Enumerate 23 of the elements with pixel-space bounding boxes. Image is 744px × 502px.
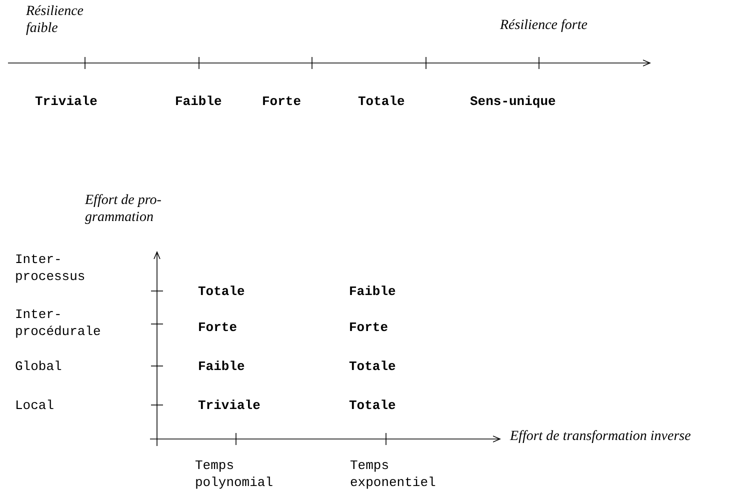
cell-value: Totale [349, 397, 396, 414]
cell-value: Totale [349, 358, 396, 375]
row-label: Global [15, 358, 63, 375]
cell-value: Forte [198, 319, 238, 336]
row-label: Inter- processus [15, 251, 86, 285]
scale-label: Triviale [35, 93, 98, 110]
cell-value: Faible [198, 358, 245, 375]
tick-label: Temps polynomial [195, 457, 274, 491]
cell-value: Totale [198, 283, 245, 300]
scale-end-label: Résilience forte [500, 17, 588, 34]
cell-value: Triviale [198, 397, 260, 414]
scale-label: Sens-unique [470, 93, 556, 110]
row-label: Inter- procédurale [15, 306, 102, 340]
axis-title: Effort de transformation inverse [510, 428, 692, 445]
scale-label: Forte [262, 93, 302, 110]
tick-label: Temps exponentiel [350, 457, 437, 491]
scale-label: Faible [175, 93, 222, 110]
axis-title: Effort de pro- grammation [85, 192, 162, 226]
cell-value: Faible [349, 283, 396, 300]
scale-end-label: Résilience faible [26, 3, 85, 37]
cell-value: Forte [349, 319, 388, 336]
scale-label: Totale [358, 93, 405, 110]
row-label: Local [15, 397, 56, 414]
